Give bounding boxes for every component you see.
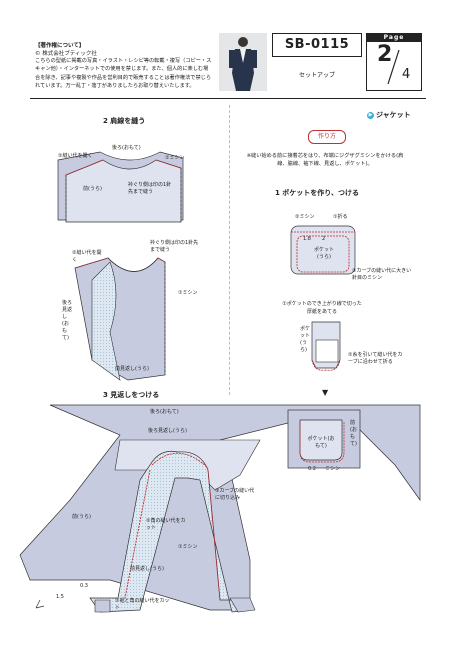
front-ura-label-2: 前(うら) [72,514,91,520]
back-facing-ura-label: 後ろ見返し(うら) [148,428,187,434]
pattern-code: SB-0115 [272,33,362,57]
header-divider [30,98,426,99]
pocket-diagram-1 [290,225,356,275]
page-total: 4 [402,67,411,82]
pocket-omote-label: ポケット(おもて) [307,436,335,449]
pocket-ura-label: ポケット(うら) [313,247,334,260]
step2-title: 2 肩線を縫う [103,117,146,125]
measure-2: 2 [322,236,326,242]
jacket-label: ジャケット [376,111,411,119]
pocket-diagram-3 [287,409,361,469]
back-facing-label: 後ろ見返し(おもて) [62,300,73,341]
measure-1-8: 1.8 [303,236,311,242]
jacket-heading: ▶ジャケット [367,110,411,120]
front-omote-label: 前(おもて) [350,420,357,447]
hem-cut-note: ②裾と角の縫い代をカット [115,598,170,611]
copyright-body: こちらの型紙に掲載の写真・イラスト・レシピ等の転載・複写（コピー・スキャン他）・… [35,58,212,90]
facing-diagram [19,404,421,613]
front-facing-label: 前見返し(うら) [115,366,149,372]
copyright-heading: 【著作権について】 [35,43,85,49]
neck-note: 衿ぐり側は印の1針先まで縫う [128,182,172,195]
back-label: 後ろ(おもて) [112,145,141,151]
copyright-org: © 株式会社ブティック社 [35,51,97,57]
chevron-right-icon: ▶ [367,111,374,119]
curve-note: ③カーブの縫い代に切り込み [215,488,255,501]
intro-note: ※縫い始める前に接着芯をはり、布端にジグザグミシンをかける(肩線、脇線、袖下線、… [246,153,404,167]
shoulder-diagram-1 [57,151,184,223]
neck-note-2: 衿ぐり側は印の1針先まで縫う [150,240,199,253]
machine-final-label: ミシン [325,466,341,472]
front-ura-label: 前(うら) [83,186,102,192]
shoulder-diagram-2 [74,257,166,381]
pull-thread-note: ②糸を引いて縫い代をカーブに沿わせて折る [348,352,403,365]
pocket-diagram-2 [311,321,341,371]
step3-title: 3 見返しをつける [103,391,160,399]
step1-title: 1 ポケットを作り、つける [275,189,360,197]
measure-0-2: 0.2 [308,466,316,472]
fold-label: ①折る [333,214,348,220]
seam-open-label-2: ②縫い代を開く [72,250,102,263]
model-photo [219,33,267,91]
corner-cut-note: ②角の縫い代をカット [146,518,186,531]
front-facing-label-2: 前見返し(うら) [130,566,164,572]
machine-label-2: ①ミシン [178,290,198,296]
down-arrow-icon: ▼ [322,388,329,397]
method-badge: 作り方 [308,130,346,144]
measure-0-3: 0.3 [80,583,88,589]
template-note: ①ポケットのでき上がり線で切った厚紙をあてる [282,301,362,315]
pocket-ura-label-2: ポケット(うら) [300,326,311,353]
machine-label: ②ミシン [295,214,315,220]
machine-label-1: ①ミシン [165,155,185,161]
pattern-subtitle: セットアップ [298,72,335,79]
back-omote-label: 後ろ(おもて) [150,409,179,415]
measure-1-5: 1.5 [56,594,64,600]
curve-stitch-note: ③カーブの縫い代に大きい針目のミシン [352,268,412,281]
seam-open-label: ②縫い代を開く [58,153,93,159]
column-divider [229,105,230,395]
machine-label-3: ①ミシン [178,544,198,550]
page-label: Page [366,33,422,42]
